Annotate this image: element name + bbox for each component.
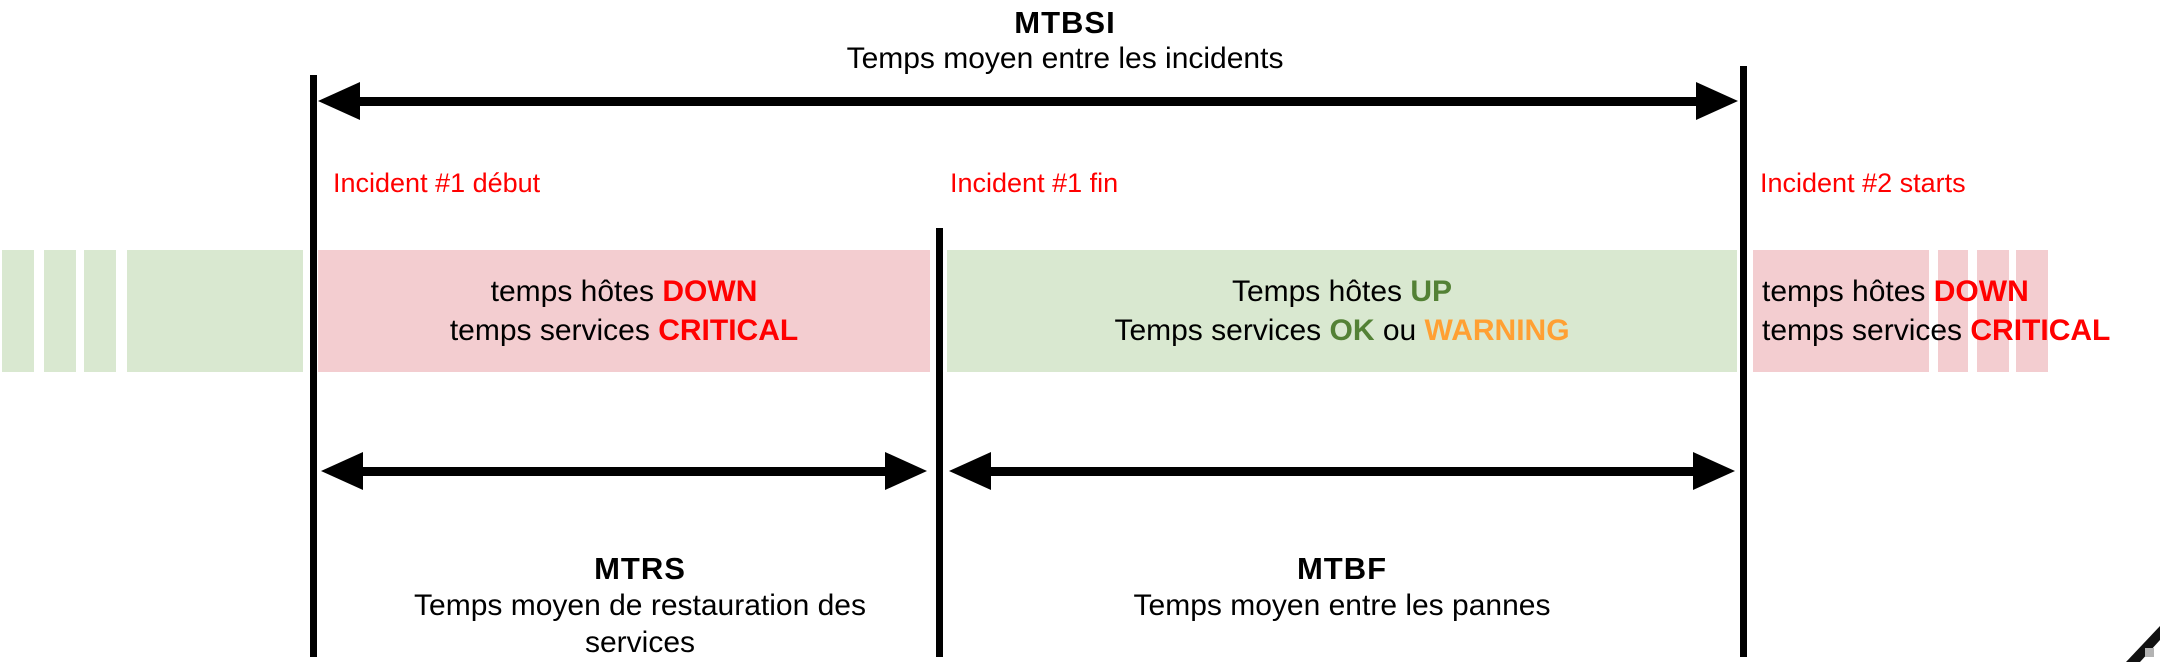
- caption-text: ou: [1374, 314, 1425, 347]
- uptime-line1: Temps hôtes UP: [947, 272, 1737, 311]
- mtbf-acronym: MTBF: [1296, 551, 1388, 586]
- arrow-shaft: [350, 96, 1706, 106]
- incident1-end-line: [936, 228, 943, 657]
- incident1-start-label: Incident #1 début: [333, 168, 541, 198]
- incident1-end-label: Incident #1 fin: [950, 168, 1119, 198]
- downtime-band-incident2: [1753, 250, 1929, 372]
- caption-text: temps hôtes: [1762, 275, 1934, 308]
- caption-text: temps services: [449, 314, 659, 347]
- uptime-segment: [2, 250, 34, 372]
- downtime-segment: [1977, 250, 2009, 372]
- caption-text: temps services: [1762, 314, 1971, 347]
- incident1-start-line: [310, 75, 317, 657]
- uptime-caption: Temps hôtes UP Temps services OK ou WARN…: [947, 272, 1737, 350]
- mtbf-span-arrow: [949, 452, 1735, 490]
- caption-text: temps hôtes: [490, 275, 663, 308]
- mtbf-label-block: MTBF Temps moyen entre les pannes: [1042, 550, 1642, 624]
- downtime1-line2: temps services CRITICAL: [318, 311, 930, 350]
- arrow-shaft: [353, 466, 895, 476]
- uptime-line2: Temps services OK ou WARNING: [947, 311, 1737, 350]
- downtime2-line1: temps hôtes DOWN: [1762, 272, 2160, 311]
- downtime-band-incident1: [318, 250, 930, 372]
- mtrs-span-arrow: [321, 452, 927, 490]
- mtrs-description: Temps moyen de restauration des services: [414, 589, 866, 659]
- uptime-segment: [127, 250, 303, 372]
- downtime-segment: [2016, 250, 2048, 372]
- incident2-start-line: [1740, 66, 1747, 657]
- downtime2-caption: temps hôtes DOWN temps services CRITICAL: [1762, 272, 2160, 350]
- status-ok: OK: [1329, 314, 1375, 347]
- mtrs-label-block: MTRS Temps moyen de restauration des ser…: [390, 550, 890, 661]
- mtbf-description: Temps moyen entre les pannes: [1133, 589, 1551, 622]
- uptime-band: [947, 250, 1737, 372]
- status-up: UP: [1410, 275, 1453, 308]
- downtime1-line1: temps hôtes DOWN: [318, 272, 930, 311]
- status-critical: CRITICAL: [658, 314, 799, 347]
- caption-text: Temps services: [1114, 314, 1330, 347]
- arrow-shaft: [981, 466, 1703, 476]
- status-warning: WARNING: [1424, 314, 1570, 347]
- arrow-right-head-icon: [1693, 452, 1735, 490]
- mtbsi-subtitle: Temps moyen entre les incidents: [846, 42, 1284, 75]
- downtime2-line2: temps services CRITICAL: [1762, 311, 2160, 350]
- mtrs-acronym: MTRS: [594, 551, 686, 586]
- uptime-segment: [84, 250, 116, 372]
- downtime1-caption: temps hôtes DOWN temps services CRITICAL: [318, 272, 930, 350]
- caption-text: Temps hôtes: [1231, 275, 1411, 308]
- mtbsi-acronym: MTBSI: [1014, 5, 1116, 40]
- incident2-start-label: Incident #2 starts: [1760, 168, 1966, 198]
- uptime-segment: [44, 250, 76, 372]
- arrow-right-head-icon: [885, 452, 927, 490]
- status-down: DOWN: [1933, 275, 2029, 308]
- status-down: DOWN: [662, 275, 758, 308]
- mtbsi-span-arrow: [318, 82, 1738, 120]
- cursor-icon: [2126, 626, 2160, 662]
- diagram-title: MTBSI Temps moyen entre les incidents: [565, 5, 1565, 77]
- status-critical: CRITICAL: [1970, 314, 2111, 347]
- arrow-right-head-icon: [1696, 82, 1738, 120]
- downtime-segment: [1938, 250, 1968, 372]
